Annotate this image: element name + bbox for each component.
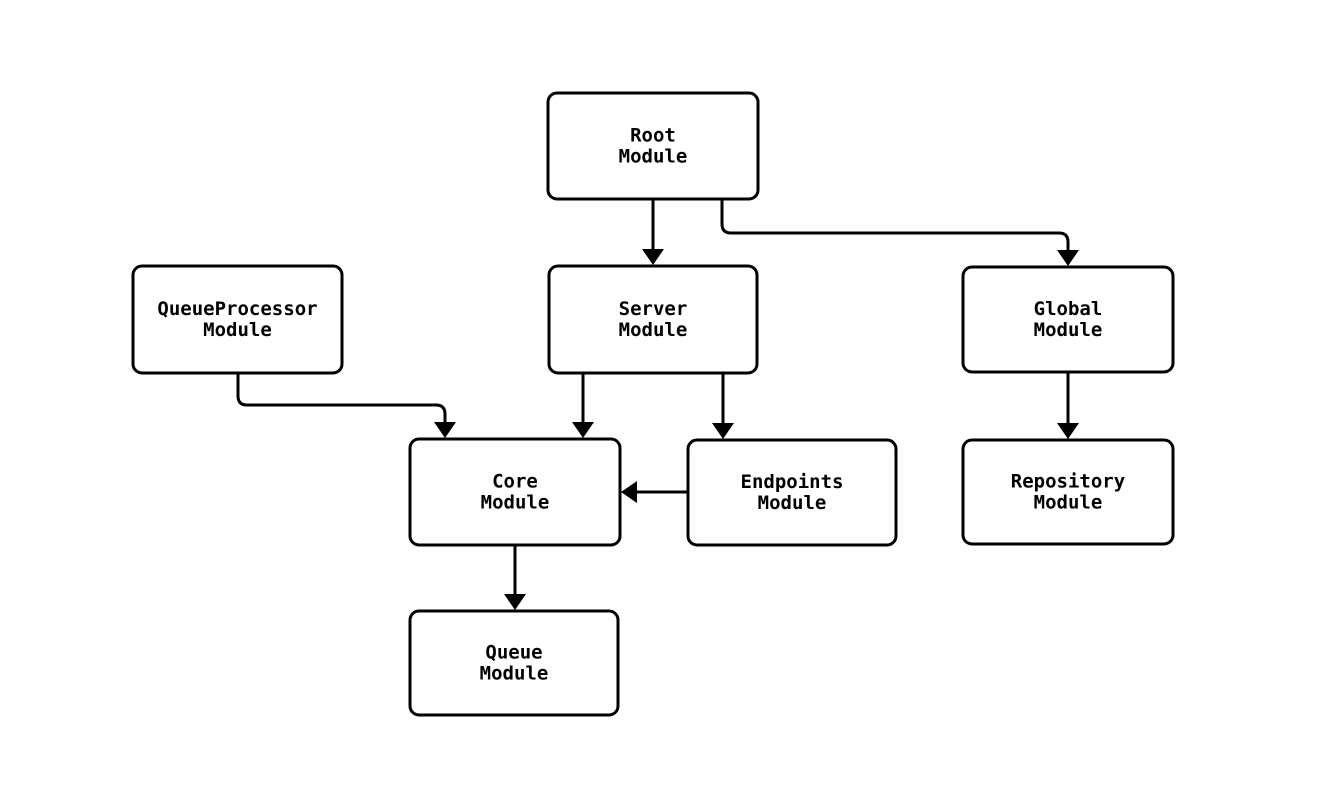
edge-queueprocessor-to-core-arrowhead-icon bbox=[434, 422, 456, 438]
edge-root-to-global-arrowhead-icon bbox=[1057, 250, 1079, 266]
edge-root-to-global bbox=[720, 199, 1079, 266]
node-root-module-box bbox=[546, 91, 760, 201]
edge-server-to-endpoints bbox=[712, 374, 734, 439]
node-repository-module-box bbox=[961, 438, 1175, 546]
edge-server-to-core-arrowhead-icon bbox=[572, 422, 594, 438]
edge-global-to-repository-arrowhead-icon bbox=[1057, 423, 1079, 439]
edge-queueprocessor-to-core bbox=[236, 374, 456, 438]
edge-endpoints-to-core-arrowhead-icon bbox=[621, 481, 637, 503]
node-queue-module-box bbox=[408, 609, 620, 717]
edge-endpoints-to-core bbox=[621, 481, 687, 503]
node-queueprocessor-module-box bbox=[131, 264, 344, 375]
node-global-module-box bbox=[961, 265, 1175, 374]
edge-queueprocessor-to-core-line bbox=[236, 374, 447, 424]
edge-root-to-global-line bbox=[720, 199, 1070, 252]
edge-root-to-server bbox=[642, 199, 664, 265]
edge-global-to-repository bbox=[1057, 373, 1079, 439]
edge-server-to-endpoints-arrowhead-icon bbox=[712, 423, 734, 439]
node-server-module-box bbox=[547, 264, 759, 375]
edge-server-to-core bbox=[572, 374, 594, 438]
edge-core-to-queue-arrowhead-icon bbox=[504, 594, 526, 610]
edge-core-to-queue bbox=[504, 546, 526, 610]
node-core-module-box bbox=[408, 437, 622, 547]
edge-root-to-server-arrowhead-icon bbox=[642, 249, 664, 265]
node-endpoints-module-box bbox=[686, 438, 898, 547]
